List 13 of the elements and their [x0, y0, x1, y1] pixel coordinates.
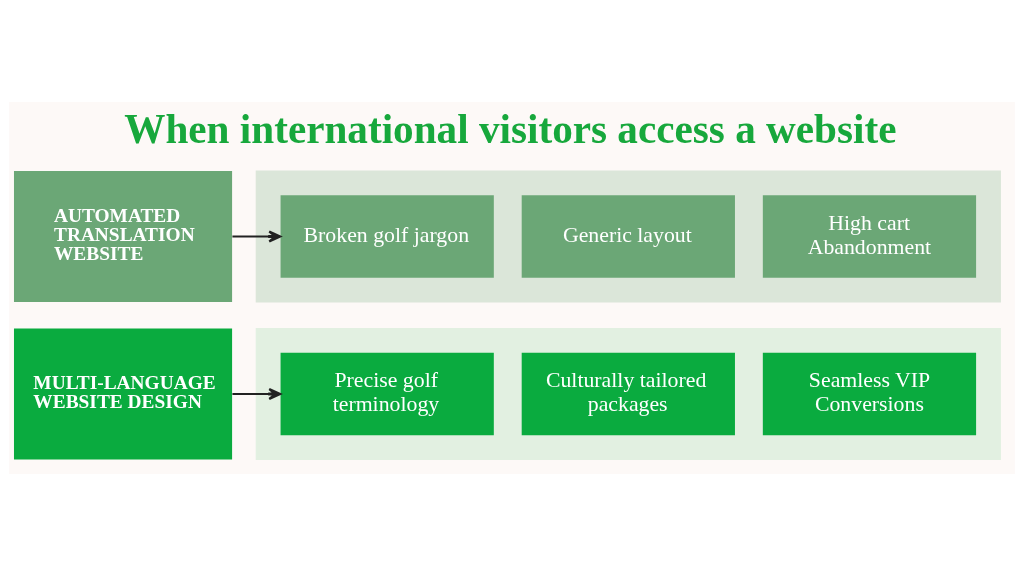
node-box: High cart Abandonment: [762, 195, 977, 278]
cluster: [255, 170, 1001, 303]
arrow: [232, 388, 282, 400]
node-box: Broken golf jargon: [280, 195, 494, 278]
arrow: [232, 230, 282, 243]
node-box: Culturally tailored packages: [521, 352, 735, 436]
node-box: AUTOMATED TRANSLATION WEBSITE: [14, 171, 233, 302]
node-box: MULTI-LANGUAGE WEBSITE DESIGN: [14, 328, 233, 460]
node-box: Precise golf terminology: [280, 352, 494, 436]
diagram-title: When international visitors access a website: [124, 106, 897, 153]
node-box: Seamless VIP Conversions: [762, 352, 977, 436]
cluster: [255, 328, 1001, 461]
node-box: Generic layout: [521, 195, 735, 278]
